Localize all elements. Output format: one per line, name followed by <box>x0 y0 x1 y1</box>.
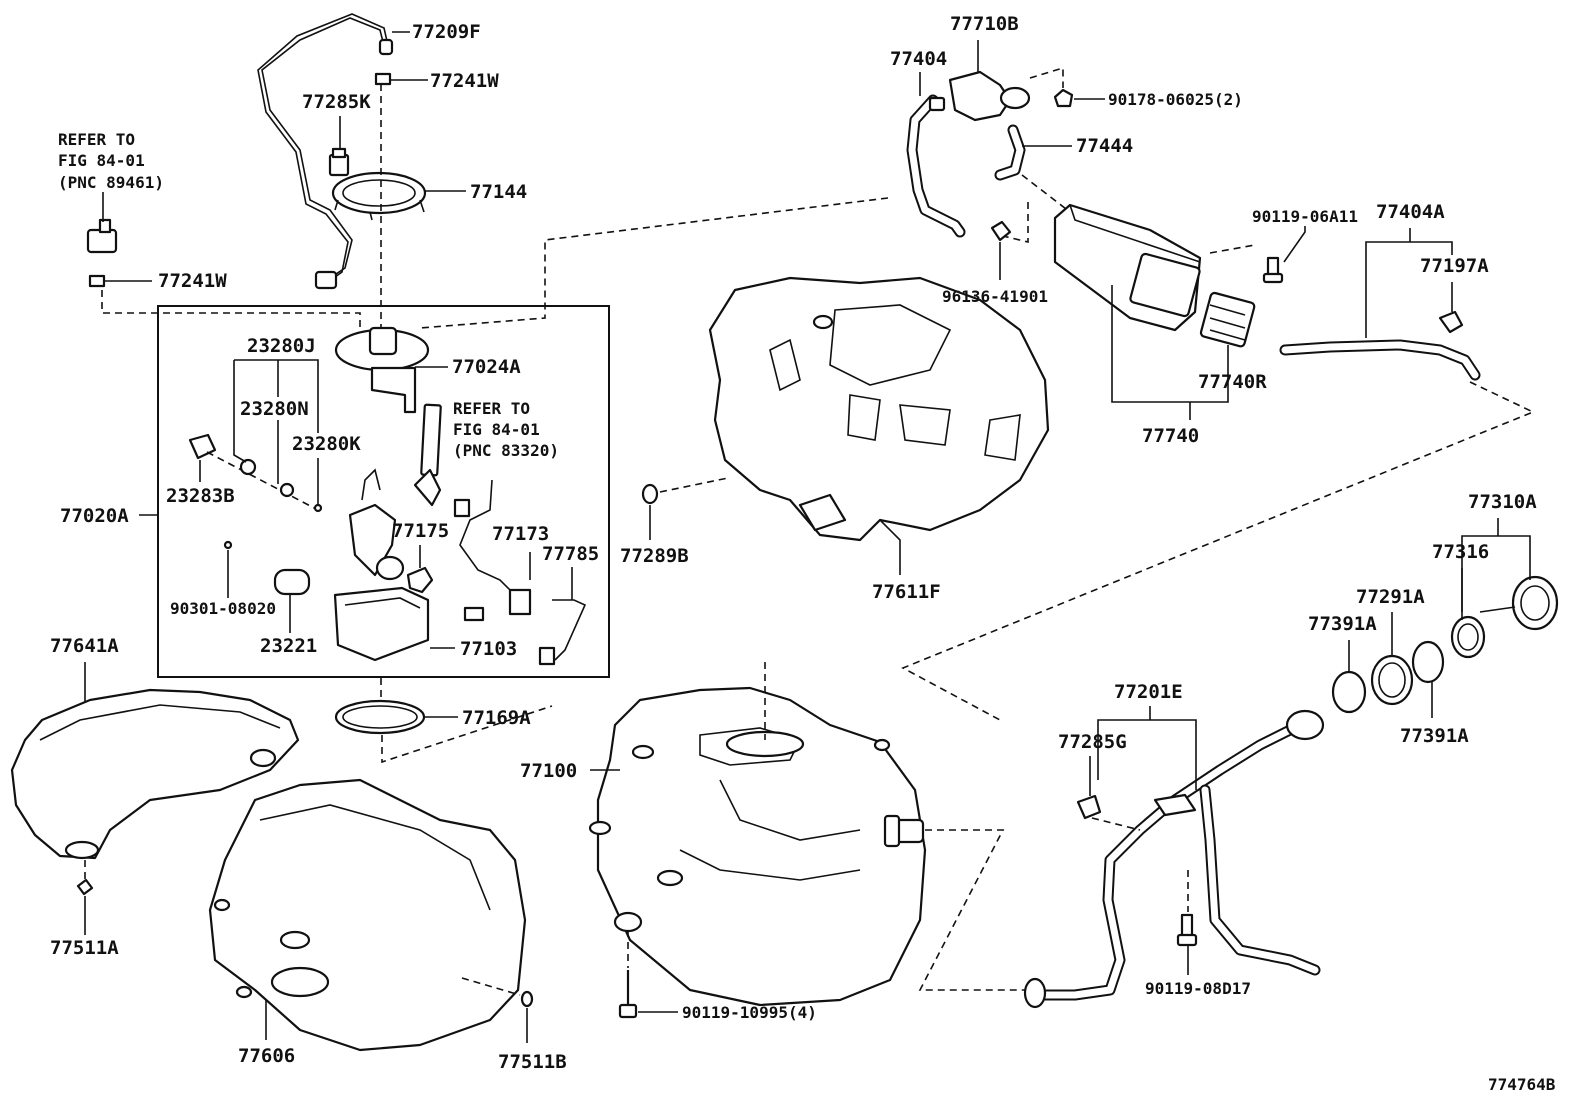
plug-77511a <box>76 878 94 896</box>
fuel-cap-77310a <box>1479 575 1559 631</box>
label-96136-41901: 96136-41901 <box>942 287 1048 306</box>
label-77740: 77740 <box>1142 425 1199 447</box>
nut-90178-06025 <box>1053 88 1074 108</box>
refer-note-2-line3: (PNC 83320) <box>453 441 559 460</box>
label-77024a: 77024A <box>452 356 521 378</box>
bolt-90301-08020 <box>223 540 233 550</box>
label-77144: 77144 <box>470 181 527 203</box>
label-77444: 77444 <box>1076 135 1133 157</box>
label-77641a: 77641A <box>50 635 119 657</box>
label-77710b: 77710B <box>950 13 1019 35</box>
label-77740r: 77740R <box>1198 371 1267 393</box>
label-77511a: 77511A <box>50 937 119 959</box>
protector-77641a <box>10 688 300 860</box>
clamp-77285g <box>1076 794 1102 820</box>
refer-note-1-line1: REFER TO <box>58 130 135 149</box>
filler-ring-77291a <box>1370 654 1414 706</box>
diagram-id: 774764B <box>1488 1075 1556 1094</box>
wire-harness-77173 <box>453 479 532 622</box>
label-77404: 77404 <box>890 48 947 70</box>
label-77241w-top: 77241W <box>430 70 499 92</box>
connector-89461 <box>86 218 118 254</box>
label-77391a-top: 77391A <box>1308 613 1377 635</box>
filler-pipe-77201e <box>1023 709 1325 1009</box>
label-77404a: 77404A <box>1376 201 1445 223</box>
refer-note-1-line2: FIG 84-01 <box>58 151 145 170</box>
gasket-77391a-left <box>1331 670 1367 714</box>
label-77173: 77173 <box>492 523 549 545</box>
tank-inlet-port <box>883 814 925 848</box>
hose-77404 <box>906 94 966 238</box>
fuel-pump-assembly-box <box>157 305 610 678</box>
label-77285k: 77285K <box>302 91 371 113</box>
label-77511b: 77511B <box>498 1051 567 1073</box>
label-23280j: 23280J <box>247 335 316 357</box>
clamp-77197a <box>1438 310 1464 334</box>
label-77197a: 77197A <box>1420 255 1489 277</box>
refer-note-1-line3: (PNC 89461) <box>58 173 164 192</box>
hose-77444 <box>994 124 1026 181</box>
protector-77606 <box>208 778 527 1052</box>
pump-flange-77024a <box>334 326 430 414</box>
label-23280n: 23280N <box>240 398 309 420</box>
level-sender-arm <box>413 403 442 507</box>
label-77169a: 77169A <box>462 707 531 729</box>
bolt-90119-08d17 <box>1176 913 1198 947</box>
label-90178-06025: 90178-06025(2) <box>1108 90 1243 109</box>
sender-wire-assembly <box>257 13 394 290</box>
strainer-77175 <box>406 566 434 594</box>
refer-note-2-line2: FIG 84-01 <box>453 420 540 439</box>
canister-77740 <box>1053 203 1202 332</box>
label-77289b: 77289B <box>620 545 689 567</box>
label-77611f: 77611F <box>872 581 941 603</box>
label-77606: 77606 <box>238 1045 295 1067</box>
label-23283b: 23283B <box>166 485 235 507</box>
label-77285g: 77285G <box>1058 731 1127 753</box>
gauge-77785 <box>538 599 587 666</box>
clip-96136-41901 <box>990 220 1012 242</box>
bolt-90119-06a11 <box>1262 256 1284 284</box>
valve-77710b <box>928 70 1031 122</box>
o-rings-23280 <box>239 458 323 513</box>
label-77291a: 77291A <box>1356 586 1425 608</box>
cap-ring-77316 <box>1450 615 1486 659</box>
label-77785: 77785 <box>542 543 599 565</box>
label-77103: 77103 <box>460 638 517 660</box>
retainer-ring-77144 <box>331 171 427 221</box>
label-77241w-left: 77241W <box>158 270 227 292</box>
filter-77740r <box>1199 291 1256 348</box>
label-77020a: 77020A <box>60 505 129 527</box>
clamp-77285k <box>328 147 350 177</box>
fuel-filter-23221 <box>273 568 311 596</box>
label-90119-10995: 90119-10995(4) <box>682 1003 817 1022</box>
label-90119-08d17: 90119-08D17 <box>1145 979 1251 998</box>
plug-77511b <box>520 990 534 1008</box>
label-77100: 77100 <box>520 760 577 782</box>
label-90119-06a11: 90119-06A11 <box>1252 207 1358 226</box>
label-90301-08020: 90301-08020 <box>170 599 276 618</box>
label-77209f: 77209F <box>412 21 481 43</box>
pump-module-body <box>348 468 405 581</box>
pump-bracket-77103 <box>333 586 430 662</box>
hose-77404a <box>1279 339 1481 381</box>
refer-note-2-line1: REFER TO <box>453 399 530 418</box>
label-77391a-bottom: 77391A <box>1400 725 1469 747</box>
mount-bolts-90119-10995 <box>613 911 643 1019</box>
label-23221: 23221 <box>260 635 317 657</box>
label-77316: 77316 <box>1432 541 1489 563</box>
fuel-tank-77100 <box>596 686 927 1007</box>
label-23280k: 23280K <box>292 433 361 455</box>
plug-77289b <box>641 483 659 505</box>
bracket-77201e <box>1153 793 1197 817</box>
gasket-77391a-right <box>1411 640 1445 684</box>
clip-77241w-top <box>374 72 392 86</box>
clip-77241w-left <box>88 274 106 288</box>
label-77201e: 77201E <box>1114 681 1183 703</box>
label-77175: 77175 <box>392 520 449 542</box>
label-77310a: 77310A <box>1468 491 1537 513</box>
